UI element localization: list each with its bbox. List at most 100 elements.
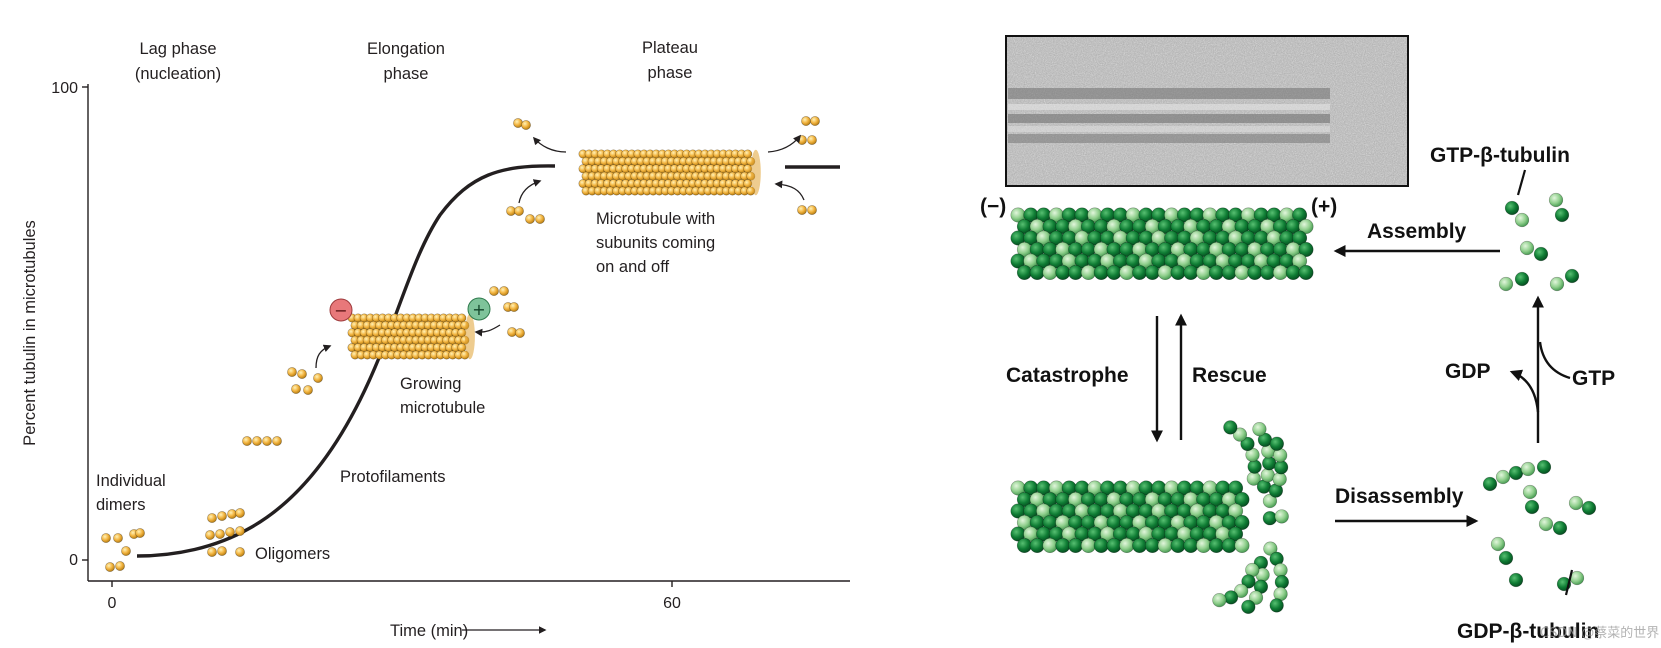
plus-sign: + [472,300,485,319]
tubulin-subunit [1298,242,1314,258]
tubulin-subunit [1292,207,1308,223]
gtp-label-pointer [1516,169,1527,196]
tubulin-dimer [215,529,225,539]
tubulin-subunit [743,149,753,159]
tubulin-subunit [1029,537,1045,553]
phase-lag-line2: (nucleation) [135,65,221,83]
protofilament-subunit [1262,493,1278,509]
tubulin-dimer [1520,461,1536,477]
tubulin-subunit [1234,514,1250,530]
tubulin-dimer [1508,572,1524,588]
tubulin-dimer [807,205,817,215]
tubulin-dimer [272,436,282,446]
disassembling-microtubule [1010,420,1289,614]
tubulin-dimer [1548,192,1564,208]
tubulin-dimer [297,369,307,379]
tubulin-dimer [489,286,499,296]
x-axis-title: Time (min) [390,622,468,640]
tubulin-dimer [521,120,531,130]
tubulin-subunit [1247,264,1263,280]
microtubule-subunits-label-3: on and off [596,258,670,276]
protofilament-subunit [1274,460,1289,475]
tubulin-subunit [1093,264,1109,280]
tubulin-dimer [1554,207,1570,223]
tubulin-subunit [1196,264,1212,280]
tubulin-subunit [1106,264,1122,280]
tubulin-dimer [303,385,313,395]
phase-plateau-line2: phase [648,64,693,82]
assembling-microtubule [1010,207,1314,280]
tubulin-dimer [1524,499,1540,515]
tubulin-dimer [810,116,820,126]
minus-end-marker: − [329,298,353,322]
tubulin-subunit [1144,264,1160,280]
gdp-label: GDP [1445,360,1491,383]
dynamic-instability-panel: (−) (+) GTP-β-tubulin Assembly Catastrop… [980,35,1615,643]
protofilament-subunit [1234,583,1249,598]
protofilament-subunit [1252,422,1267,437]
protofilament-subunit [1247,459,1262,474]
tubulin-dimers [101,116,820,572]
tubulin-subunit [1080,264,1096,280]
tubulin-dimer [513,118,523,128]
tubulin-dimer [509,302,519,312]
protofilament-subunit [1248,590,1264,605]
tubulin-dimer [801,116,811,126]
microtubule-end-cap [750,149,761,196]
assembly-curve [136,164,556,558]
catastrophe-label: Catastrophe [1006,364,1129,387]
oligomers-label: Oligomers [255,545,330,563]
tubulin-subunit [1228,480,1244,496]
tubulin-dimer [235,547,245,557]
protofilament-subunit [1241,599,1256,614]
tubulin-dimer [499,286,509,296]
arrow-dimers-to-plus [474,324,501,337]
phase-lag-line1: Lag phase [139,40,216,58]
disassembly-label: Disassembly [1335,485,1464,508]
tubulin-dimer [217,511,227,521]
tubulin-dimer [1490,536,1506,552]
tubulin-subunit [1080,537,1096,553]
y-tick-label-0: 0 [69,552,78,569]
tubulin-subunit [1228,503,1244,519]
tubulin-subunit [1157,264,1173,280]
plus-end-label: (+) [1311,195,1337,218]
tubulin-subunit [1234,491,1250,507]
tubulin-subunit [1093,537,1109,553]
tubulin-subunit [1068,537,1084,553]
assembly-kinetics-panel: 100 0 0 60 Percent tubulin in microtubul… [21,39,850,640]
microtubule-subunits-label-2: subunits coming [596,234,715,252]
tubulin-dimer [113,533,123,543]
tubulin-subunit [1042,537,1058,553]
gdp-label-pointer [1564,569,1574,596]
tubulin-dimer [1568,495,1584,511]
x-tick-label-60: 60 [663,595,681,612]
tubulin-dimer [1552,520,1568,536]
tubulin-dimer [217,546,227,556]
tubulin-dimer [1498,550,1514,566]
tubulin-dimer [135,528,145,538]
tubulin-subunit [1285,264,1301,280]
minus-end-label: (−) [980,195,1006,218]
tubulin-subunit [1208,264,1224,280]
tubulin-dimer [1495,469,1511,485]
tubulin-dimer [1508,465,1524,481]
protofilament-subunit [1241,574,1256,589]
tubulin-dimer [1533,246,1549,262]
tubulin-dimer [535,214,545,224]
protofilament-subunit [1274,575,1289,590]
arrow-dimers-to-minus [315,344,332,369]
protofilament-subunit [1223,420,1238,435]
phase-elongation-line1: Elongation [367,40,445,58]
tubulin-dimer [514,206,524,216]
tubulin-subunit [1132,264,1148,280]
tubulin-subunit [1055,537,1071,553]
tubulin-dimer [1514,212,1530,228]
arrow-plateau-off-top-right [767,134,801,153]
tubulin-dimer [207,513,217,523]
tubulin-dimer [1549,276,1565,292]
tubulin-dimer [121,546,131,556]
protofilament-subunit [1269,436,1284,451]
tubulin-subunit [1068,264,1084,280]
tubulin-subunit [1298,264,1314,280]
